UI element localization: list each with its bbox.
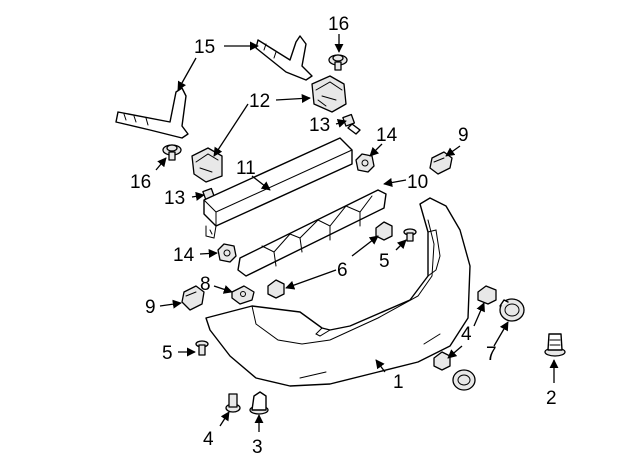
leader-1 — [375, 359, 386, 373]
callout-12: 12 — [249, 91, 270, 112]
part-14-nut-upper — [355, 153, 375, 173]
callout-13-upper: 13 — [309, 115, 330, 136]
callout-numbers: 1 2 3 4 4 5 5 6 7 8 9 9 10 11 12 13 13 1… — [130, 14, 557, 458]
part-16-pin-left — [162, 144, 182, 161]
leader-14-lower — [199, 248, 218, 259]
callout-10: 10 — [407, 172, 428, 193]
callout-9-right: 9 — [458, 125, 469, 146]
part-10-absorber — [237, 189, 387, 277]
part-5-screw-left — [195, 340, 209, 356]
leader-4-lower — [447, 345, 463, 359]
callout-1: 1 — [393, 372, 404, 393]
part-9-retainer-right — [429, 151, 453, 175]
part-7-cap-lower — [452, 369, 476, 391]
part-13-bolt-upper — [342, 113, 361, 135]
callout-9-left: 9 — [145, 297, 156, 318]
part-15-side-bracket — [115, 35, 313, 139]
leader-8 — [213, 285, 233, 294]
leader-6 — [285, 269, 337, 290]
leader-4-bottom — [219, 411, 230, 427]
callout-15: 15 — [194, 37, 215, 58]
part-14-nut-lower — [217, 243, 237, 263]
leader-16-left — [155, 157, 167, 171]
callout-4-bottom: 4 — [203, 429, 214, 450]
callout-13-lower: 13 — [164, 188, 185, 209]
leader-12-upper — [275, 93, 311, 104]
callout-16-top: 16 — [328, 14, 349, 35]
leader-6b — [351, 235, 379, 257]
callout-6: 6 — [337, 260, 348, 281]
callout-8: 8 — [200, 274, 211, 295]
leader-9-left — [159, 299, 182, 309]
callout-2: 2 — [546, 388, 557, 409]
callout-11: 11 — [236, 158, 256, 179]
leader-12-lower — [213, 103, 249, 157]
callout-3: 3 — [252, 437, 263, 458]
leader-10 — [383, 178, 407, 188]
part-8-plate — [231, 285, 255, 305]
leader-5-right — [395, 239, 407, 251]
callout-4-right: 4 — [461, 324, 472, 345]
leader-13-upper — [335, 118, 347, 128]
leader-15-left — [177, 57, 197, 91]
part-12-bracket-lower — [191, 147, 223, 183]
part-6-clip — [375, 221, 393, 241]
callout-7: 7 — [486, 344, 497, 365]
part-11-reinforcement — [203, 137, 353, 239]
callout-5-left: 5 — [162, 343, 173, 364]
callout-16-left: 16 — [130, 172, 151, 193]
leader-9-right — [445, 145, 461, 157]
part-2-clip — [544, 333, 566, 357]
leader-7 — [493, 321, 509, 347]
part-4-bolt-right-upper — [477, 285, 497, 305]
leader-lines — [155, 34, 559, 432]
callout-14-lower: 14 — [173, 245, 195, 266]
leader-11 — [251, 175, 271, 191]
part-3-clip — [249, 391, 269, 415]
part-4-bolt-bottom — [225, 393, 241, 413]
part-6-clip-lower — [267, 279, 285, 299]
part-9-retainer-left — [181, 285, 205, 311]
callout-14-upper: 14 — [376, 125, 398, 146]
leader-14-upper — [369, 143, 383, 157]
leader-13-lower — [191, 191, 205, 201]
part-16-pin-top — [328, 54, 348, 71]
part-1-bumper-cover — [205, 197, 471, 387]
part-4-bolt-right-lower — [433, 351, 451, 371]
leader-4-right — [473, 302, 485, 327]
part-7-cap-upper — [499, 298, 525, 322]
callout-5-right: 5 — [379, 251, 390, 272]
part-5-screw-right — [403, 228, 417, 242]
part-12-bracket-upper — [311, 75, 347, 113]
